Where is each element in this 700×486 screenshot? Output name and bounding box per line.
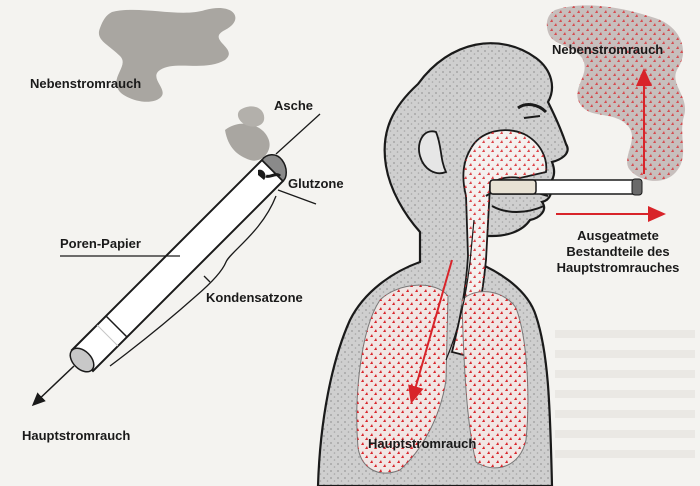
label-ausgeatmete-1: Ausgeatmete: [548, 228, 688, 243]
label-nebenstromrauch-right: Nebenstromrauch: [552, 42, 663, 57]
cigarette: [66, 155, 287, 377]
label-hauptstromrauch-left: Hauptstromrauch: [22, 428, 130, 443]
label-asche: Asche: [274, 98, 313, 113]
label-poren-papier: Poren-Papier: [60, 236, 141, 251]
label-ausgeatmete-2: Bestandteile des: [548, 244, 688, 259]
mainstream-arrow-left: [34, 366, 74, 404]
cigarette-in-mouth: [490, 179, 642, 195]
label-glutzone: Glutzone: [288, 176, 344, 191]
label-kondensatzone: Kondensatzone: [206, 290, 303, 305]
label-nebenstromrauch-left: Nebenstromrauch: [30, 76, 141, 91]
label-ausgeatmete-3: Hauptstromrauches: [548, 260, 688, 275]
background-page-lines: [555, 330, 695, 458]
sidestream-smoke-right: [547, 5, 685, 180]
head-and-torso: [318, 43, 568, 486]
label-hauptstromrauch-right: Hauptstromrauch: [368, 436, 476, 451]
